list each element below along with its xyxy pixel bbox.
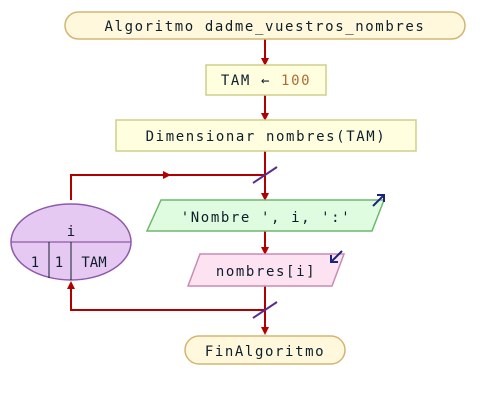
output-arrow-icon — [372, 194, 385, 207]
assign-target: TAM — [221, 73, 251, 89]
output-block[interactable]: 'Nombre ', i, ':' — [145, 194, 386, 232]
dimension-label: Dimensionar nombres(TAM) — [146, 129, 387, 145]
assign-value: 100 — [281, 73, 311, 89]
input-arrow-icon — [330, 250, 343, 263]
end-terminal[interactable]: FinAlgoritmo — [184, 335, 346, 365]
assign-statement: TAM ← 100 — [221, 73, 311, 89]
loop-variable: i — [67, 224, 75, 240]
start-terminal[interactable]: Algoritmo dadme_vuestros_nombres — [64, 11, 466, 40]
assign-process[interactable]: TAM ← 100 — [205, 64, 327, 96]
input-block[interactable]: nombres[i] — [186, 250, 346, 287]
loop-return-top — [70, 171, 171, 200]
loop-entry-tick — [252, 166, 278, 184]
loop-step: 1 — [55, 255, 63, 271]
loop-start: 1 — [31, 255, 39, 271]
assign-arrow-icon: ← — [261, 73, 271, 89]
input-label: nombres[i] — [216, 264, 316, 280]
loop-end: TAM — [81, 255, 106, 271]
connectors — [67, 39, 269, 335]
dimension-process[interactable]: Dimensionar nombres(TAM) — [115, 119, 417, 152]
for-loop-block[interactable]: i 1 1 TAM — [10, 203, 132, 281]
loop-exit-tick — [252, 301, 278, 319]
output-label: 'Nombre ', i, ':' — [181, 210, 352, 226]
loop-return-bottom — [67, 281, 265, 311]
end-label: FinAlgoritmo — [205, 344, 325, 360]
start-label: Algoritmo dadme_vuestros_nombres — [105, 19, 426, 35]
